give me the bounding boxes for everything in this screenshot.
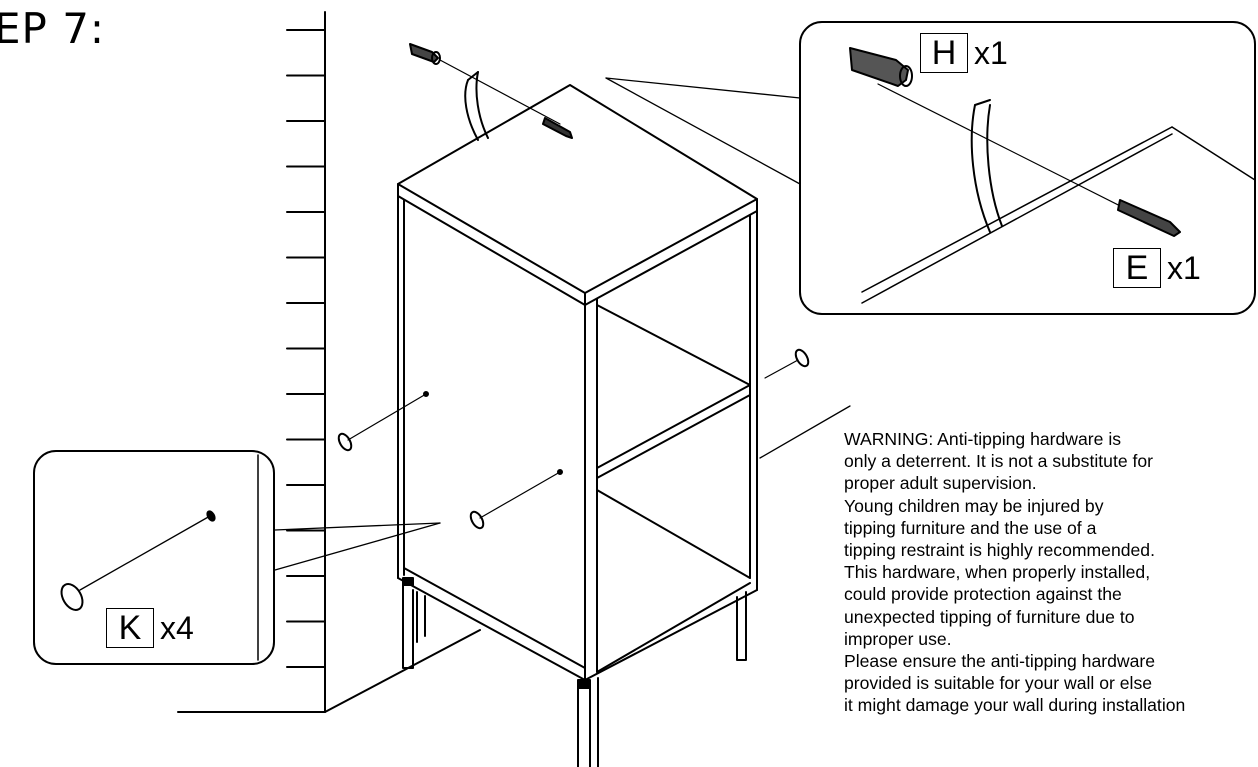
part-quantity: x4 xyxy=(160,609,194,646)
part-label-h: H x1 xyxy=(920,33,1008,73)
warning-line: Please ensure the anti-tipping hardware xyxy=(844,651,1156,672)
cabinet-side-panel xyxy=(397,195,586,681)
detail-callout-top xyxy=(799,21,1256,315)
warning-line: only a deterrent. It is not a substitute… xyxy=(844,451,1154,472)
screw-e-small xyxy=(542,117,573,139)
warning-text: WARNING: Anti-tipping hardware is only a… xyxy=(844,428,1258,717)
cabinet-top-panel xyxy=(397,84,758,306)
shelf-pins xyxy=(337,348,810,530)
part-letter-box: K xyxy=(106,608,154,648)
part-quantity: x1 xyxy=(1167,249,1201,286)
warning-line: WARNING: Anti-tipping hardware is xyxy=(844,429,1122,449)
callout-pointers xyxy=(274,77,851,571)
cabinet-front-frame xyxy=(403,210,758,681)
warning-line: it might damage your wall during install… xyxy=(844,695,1186,716)
warning-line: Young children may be injured by xyxy=(844,495,1104,516)
warning-line: This hardware, when properly installed, xyxy=(844,562,1151,583)
part-label-e: E x1 xyxy=(1113,248,1201,288)
warning-line: provided is suitable for your wall or el… xyxy=(844,673,1153,694)
warning-line: proper adult supervision. xyxy=(844,473,1037,494)
warning-line: tipping furniture and the use of a xyxy=(844,517,1097,538)
strap-small xyxy=(464,71,489,141)
cabinet-legs xyxy=(402,577,747,767)
step-title: EP 7: xyxy=(0,4,106,53)
warning-line: tipping restraint is highly recommended. xyxy=(844,540,1155,561)
part-quantity: x1 xyxy=(974,34,1008,71)
warning-line: unexpected tipping of furniture due to xyxy=(844,606,1135,627)
part-letter-box: H xyxy=(920,33,968,73)
anchor-h-small xyxy=(409,43,561,125)
part-letter-box: E xyxy=(1113,248,1161,288)
warning-line: could provide protection against the xyxy=(844,584,1122,605)
wall xyxy=(177,11,481,713)
part-label-k: K x4 xyxy=(106,608,194,648)
detail-callout-left xyxy=(33,450,275,665)
warning-line: improper use. xyxy=(844,628,952,649)
wall-ticks xyxy=(286,29,326,668)
